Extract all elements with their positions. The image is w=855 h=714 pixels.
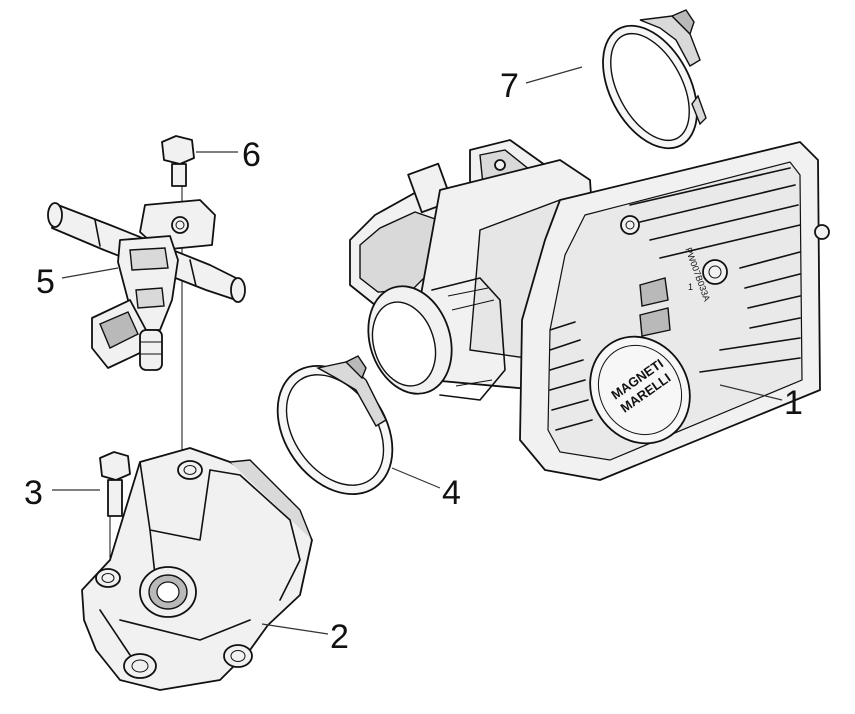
- intake-manifold: [81, 447, 313, 691]
- leader-5: [61, 267, 119, 279]
- hose-clamp-upper: [602, 9, 707, 150]
- leader-7: [525, 66, 583, 84]
- bolt-upper: [161, 135, 195, 187]
- callout-6: 6: [242, 136, 261, 174]
- callout-4: 4: [442, 474, 461, 512]
- magneti-marelli-logo: MAGNETI MARELLI: [589, 335, 691, 445]
- fuel-injector-assembly: [47, 199, 246, 371]
- callout-2: 2: [330, 618, 349, 656]
- callout-1: 1: [784, 384, 803, 422]
- leader-4: [391, 467, 441, 489]
- leader-1: [719, 384, 783, 401]
- bolt-lower: [99, 451, 131, 517]
- callout-3: 3: [24, 474, 43, 512]
- callout-7: 7: [500, 67, 519, 105]
- cooling-fins: [549, 167, 801, 431]
- throttle-body: PW007B033A 1 MAGNETI MARELLI: [349, 139, 830, 481]
- small-mark: 1: [688, 282, 693, 292]
- callout-5: 5: [36, 263, 55, 301]
- leader-2: [261, 623, 329, 635]
- hose-clamp-middle: [276, 355, 394, 496]
